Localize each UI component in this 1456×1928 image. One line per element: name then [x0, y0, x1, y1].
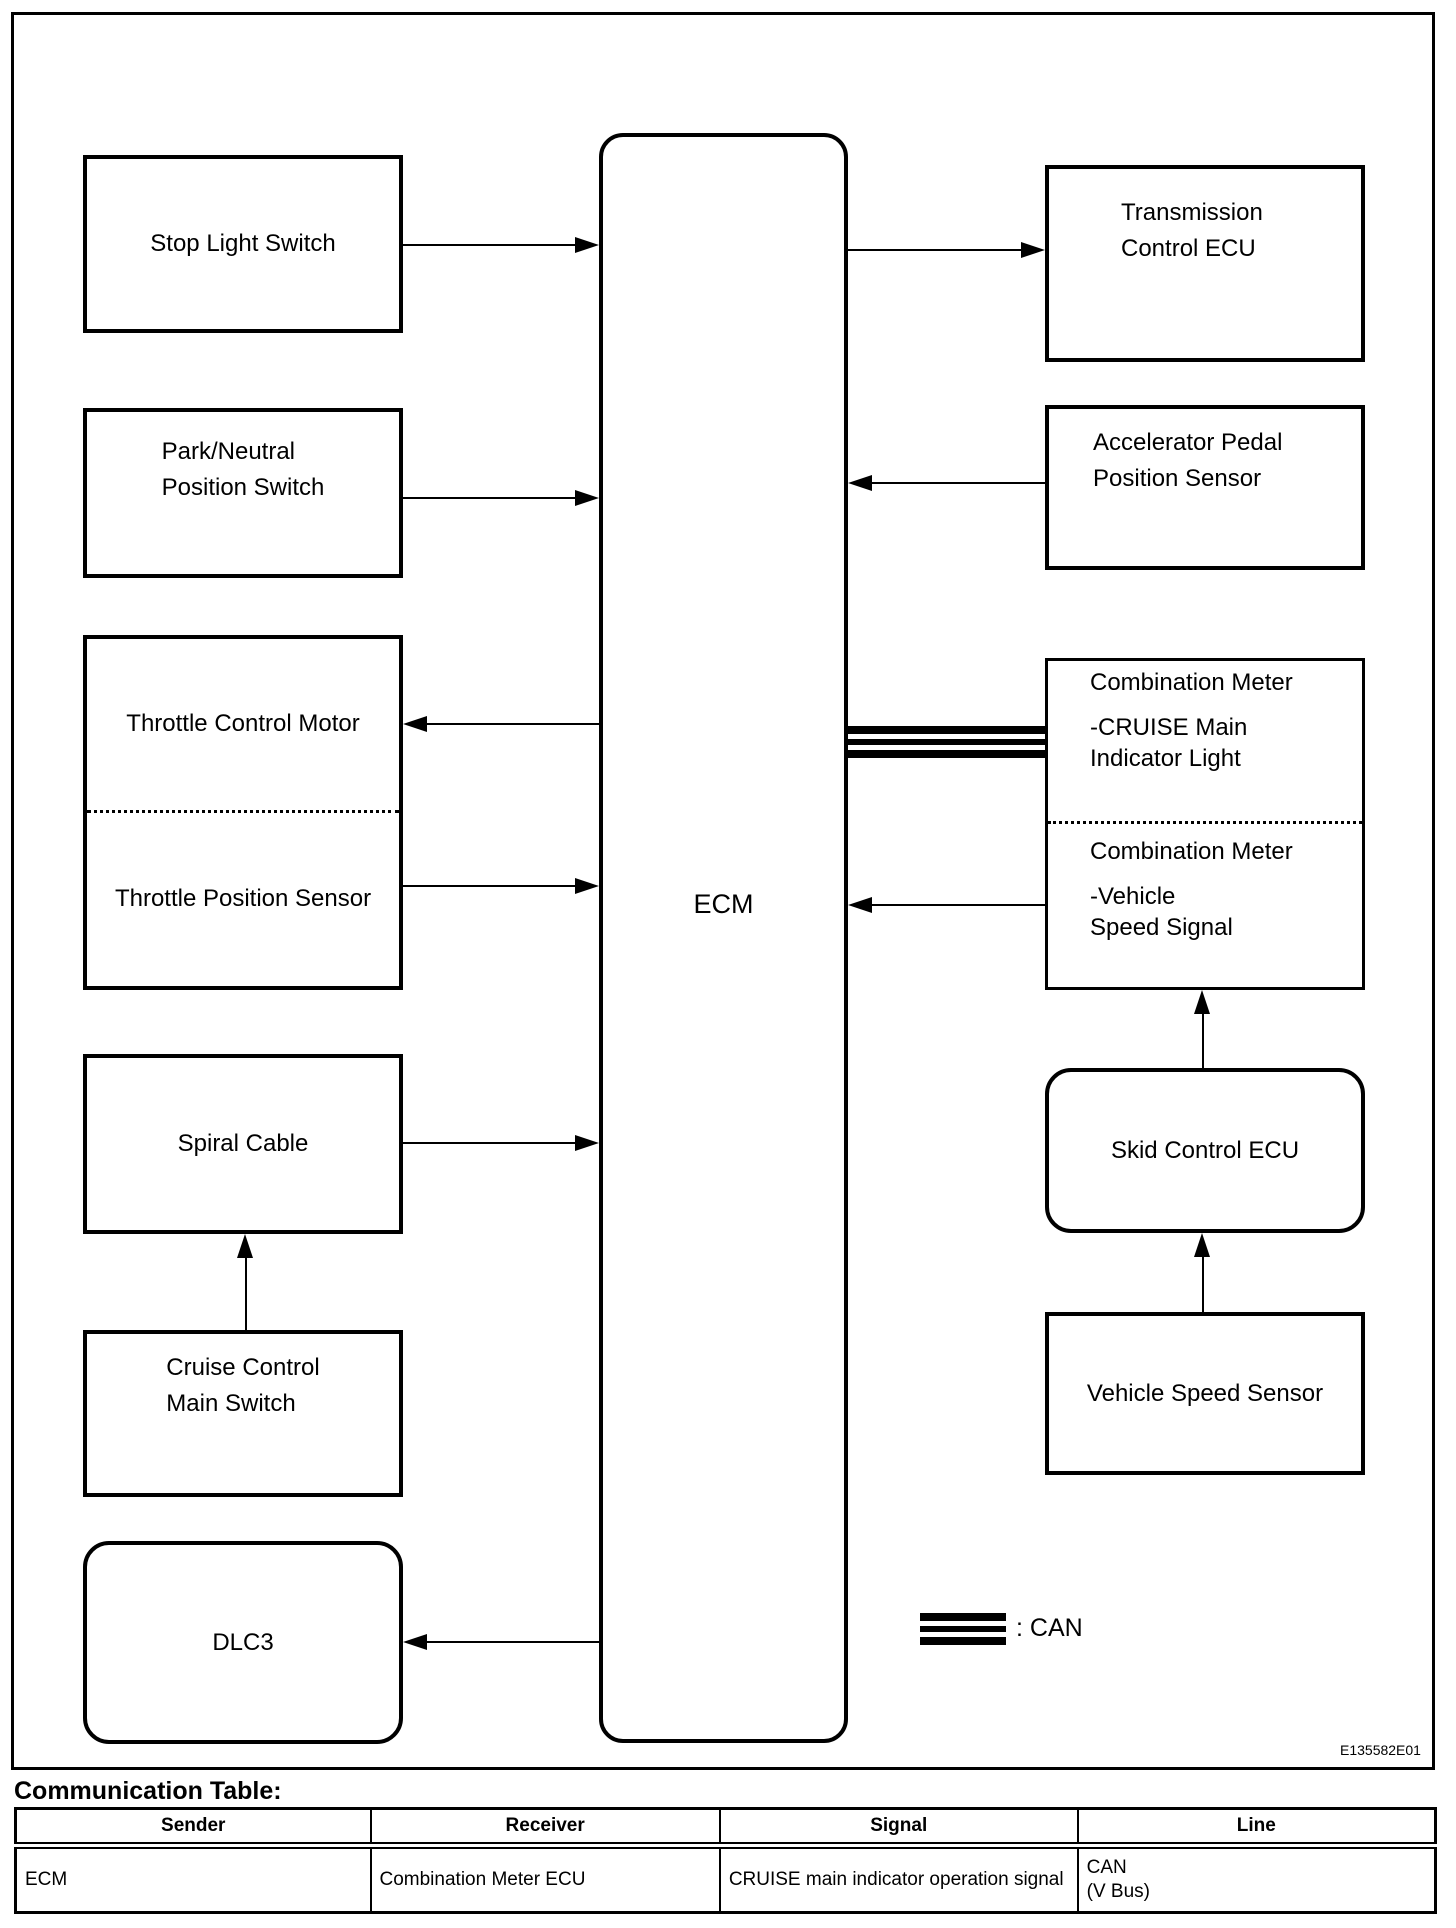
- arrow-spiral-cable-to-ecm-line: [403, 1142, 575, 1144]
- box-ecm: ECM: [599, 133, 848, 1743]
- box-skid-control-ecu: Skid Control ECU: [1045, 1068, 1365, 1233]
- box-label: Stop Light Switch: [150, 230, 336, 257]
- cell-line-2: (V Bus): [1086, 1881, 1150, 1902]
- box-stop-light-switch: Stop Light Switch: [83, 155, 403, 333]
- label-line-2: Position Sensor: [1093, 465, 1262, 492]
- arrowhead-right-icon: [575, 1135, 599, 1151]
- label-line-1: -Vehicle: [1090, 883, 1176, 910]
- box-transmission-control-ecu: Transmission Control ECU: [1045, 165, 1365, 362]
- arrowhead-right-icon: [575, 490, 599, 506]
- box-combination-meter: Combination Meter -CRUISE Main Indicator…: [1045, 658, 1365, 990]
- arrowhead-left-icon: [848, 475, 872, 491]
- column-header-receiver: Receiver: [369, 1807, 721, 1849]
- throttle-control-motor-section: Throttle Control Motor: [87, 639, 399, 813]
- cell-line: CAN (V Bus): [1076, 1844, 1437, 1914]
- label-line-1: Park/Neutral: [161, 438, 296, 465]
- arrow-park-neutral-to-ecm-line: [403, 497, 575, 499]
- section-title: Combination Meter: [1090, 669, 1293, 696]
- label-line-1: Accelerator Pedal: [1093, 429, 1283, 456]
- combination-meter-speed-section: Combination Meter -Vehicle Speed Signal: [1048, 824, 1362, 987]
- box-label: Throttle Control Motor: [126, 710, 360, 738]
- label-line-2: Position Switch: [161, 474, 325, 501]
- box-vehicle-speed-sensor: Vehicle Speed Sensor: [1045, 1312, 1365, 1475]
- box-label: Throttle Position Sensor: [114, 885, 372, 913]
- arrow-throttle-sensor-to-ecm-line: [403, 885, 575, 887]
- arrow-speed-signal-to-ecm-line: [872, 904, 1045, 906]
- can-bus-line: [848, 726, 1045, 758]
- communication-table: Sender Receiver Signal Line ECM Combinat…: [14, 1807, 1437, 1914]
- cell-signal: CRUISE main indicator operation signal: [718, 1844, 1079, 1914]
- arrow-ecm-to-dlc3-line: [427, 1641, 599, 1643]
- box-spiral-cable: Spiral Cable: [83, 1054, 403, 1234]
- table-heading: Communication Table:: [14, 1777, 282, 1805]
- label-line-1: Cruise Control: [166, 1354, 320, 1381]
- arrow-skid-to-combination-meter-line: [1202, 1014, 1204, 1068]
- arrow-stop-light-to-ecm-line: [403, 244, 575, 246]
- box-label: Transmission Control ECU: [1049, 169, 1361, 267]
- table-row: ECM Combination Meter ECU CRUISE main in…: [14, 1844, 1437, 1914]
- section-title: Combination Meter: [1090, 838, 1293, 865]
- label-line-1: Transmission: [1121, 199, 1263, 226]
- label-line-1: -CRUISE Main: [1090, 714, 1248, 741]
- table-header-row: Sender Receiver Signal Line: [14, 1807, 1437, 1849]
- arrow-cruise-main-to-spiral-line: [245, 1258, 247, 1330]
- arrowhead-right-icon: [575, 878, 599, 894]
- can-legend-icon: [920, 1613, 1006, 1645]
- combination-meter-cruise-section: Combination Meter -CRUISE Main Indicator…: [1048, 661, 1362, 824]
- box-label: Skid Control ECU: [1110, 1136, 1300, 1164]
- column-header-signal: Signal: [718, 1807, 1079, 1849]
- arrowhead-up-icon: [1194, 1233, 1210, 1257]
- box-label: Vehicle Speed Sensor: [1086, 1379, 1324, 1407]
- label-line-2: Main Switch: [166, 1390, 296, 1417]
- column-header-sender: Sender: [14, 1807, 372, 1849]
- label-line-2: Speed Signal: [1090, 914, 1233, 941]
- box-label: ECM: [693, 889, 754, 919]
- arrow-accelerator-to-ecm-line: [872, 482, 1045, 484]
- box-label: DLC3: [212, 1628, 274, 1656]
- box-label: Cruise Control Main Switch: [166, 1350, 319, 1422]
- section-text: Combination Meter -Vehicle Speed Signal: [1048, 824, 1362, 943]
- throttle-position-sensor-section: Throttle Position Sensor: [87, 813, 399, 987]
- arrow-ecm-to-transmission-line: [848, 249, 1021, 251]
- can-legend-label: : CAN: [1016, 1614, 1083, 1642]
- box-cruise-control-main-switch: Cruise Control Main Switch: [83, 1330, 403, 1497]
- cell-sender: ECM: [14, 1844, 372, 1914]
- label-line-2: Indicator Light: [1090, 745, 1241, 772]
- arrowhead-left-icon: [848, 897, 872, 913]
- box-accelerator-pedal-position-sensor: Accelerator Pedal Position Sensor: [1045, 405, 1365, 570]
- cell-line-1: CAN: [1086, 1857, 1127, 1878]
- box-throttle-motor-and-sensor: Throttle Control Motor Throttle Position…: [83, 635, 403, 990]
- column-header-line: Line: [1076, 1807, 1437, 1849]
- arrowhead-up-icon: [237, 1234, 253, 1258]
- arrow-vss-to-skid-line: [1202, 1257, 1204, 1312]
- arrow-ecm-to-throttle-motor-line: [427, 723, 599, 725]
- box-dlc3: DLC3: [83, 1541, 403, 1744]
- cell-receiver: Combination Meter ECU: [369, 1844, 721, 1914]
- arrowhead-left-icon: [403, 716, 427, 732]
- box-label: Accelerator Pedal Position Sensor: [1049, 409, 1361, 497]
- label-line-2: Control ECU: [1121, 235, 1256, 262]
- box-label: Spiral Cable: [177, 1130, 309, 1157]
- arrowhead-right-icon: [575, 237, 599, 253]
- arrowhead-right-icon: [1021, 242, 1045, 258]
- arrowhead-left-icon: [403, 1634, 427, 1650]
- box-label: Park/Neutral Position Switch: [162, 434, 325, 506]
- section-text: Combination Meter -CRUISE Main Indicator…: [1048, 661, 1362, 774]
- box-park-neutral-position-switch: Park/Neutral Position Switch: [83, 408, 403, 578]
- arrowhead-up-icon: [1194, 990, 1210, 1014]
- figure-code: E135582E01: [1340, 1742, 1421, 1758]
